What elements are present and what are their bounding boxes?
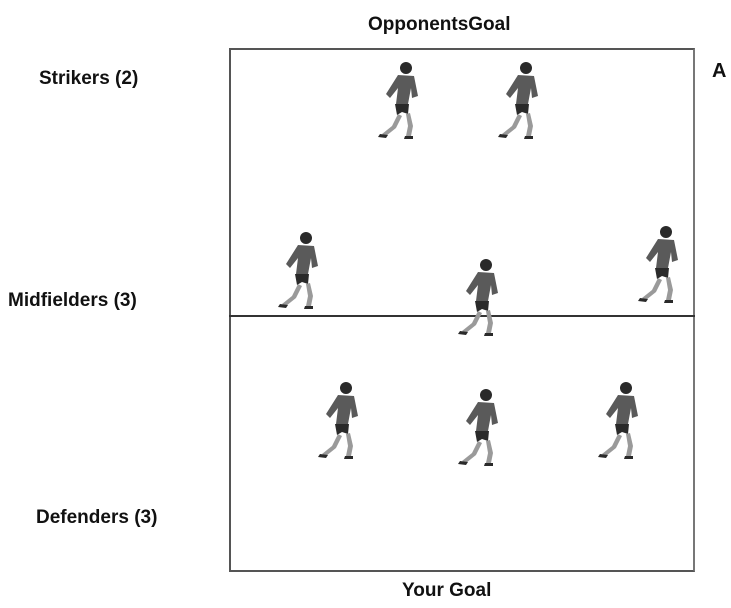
- midfielder-player-icon: [268, 228, 330, 310]
- defender-player-icon: [308, 378, 370, 460]
- midfielders-label: Midfielders (3): [8, 290, 137, 312]
- defender-player-icon: [588, 378, 650, 460]
- defender-player-icon: [448, 385, 510, 467]
- your-goal-label: Your Goal: [402, 580, 491, 602]
- striker-player-icon: [488, 58, 550, 140]
- midfielder-player-icon: [628, 222, 690, 304]
- striker-player-icon: [368, 58, 430, 140]
- midfielder-player-icon: [448, 255, 510, 337]
- edge-mark-text: A: [712, 60, 726, 83]
- strikers-label: Strikers (2): [39, 68, 138, 90]
- defenders-label: Defenders (3): [36, 507, 157, 529]
